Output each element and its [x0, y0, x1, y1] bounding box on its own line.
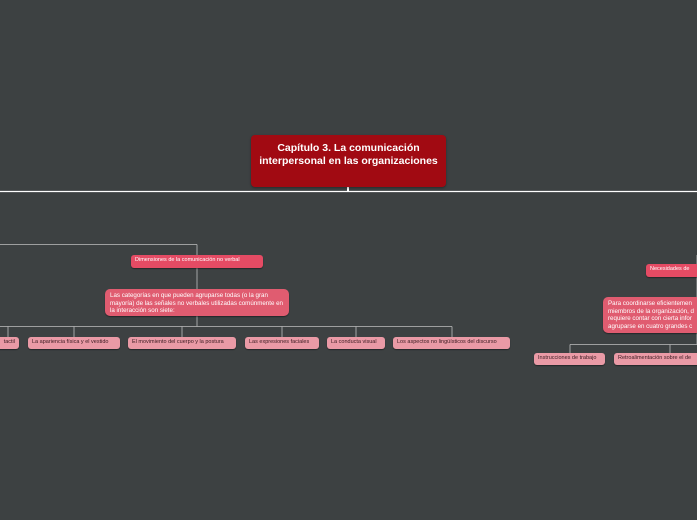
category-label: Los aspectos no lingüísticos del discurs… [397, 339, 497, 345]
category-label: La conducta visual [331, 339, 377, 345]
category-label: El movimiento del cuerpo y la postura [132, 339, 224, 345]
category-appearance[interactable]: La apariencia física y el vestido [28, 337, 120, 349]
subtopic-coordination-text: Para coordinarse eficientemen miembros d… [608, 300, 694, 330]
category-label: La apariencia física y el vestido [32, 339, 109, 345]
item-work-instructions[interactable]: Instrucciones de trabajo [534, 353, 605, 365]
subtopic-coordination[interactable]: Para coordinarse eficientemen miembros d… [603, 297, 697, 333]
category-facial-expressions[interactable]: Las expresiones faciales [245, 337, 319, 349]
category-label: Las expresiones faciales [249, 339, 310, 345]
topic-nonverbal-dimensions-label: Dimensiones de la comunicación no verbal [135, 257, 240, 263]
topic-needs[interactable]: Necesidades de [646, 264, 697, 277]
item-label: Retroalimentación sobre el de [618, 355, 692, 361]
subtopic-nonverbal-categories-text: Las categorías en que pueden agruparse t… [110, 292, 283, 314]
root-topic[interactable]: Capítulo 3. La comunicación interpersona… [251, 135, 446, 187]
topic-needs-label: Necesidades de [650, 266, 690, 272]
category-tactile[interactable]: tactil [0, 337, 19, 349]
category-visual-behavior[interactable]: La conducta visual [327, 337, 385, 349]
root-topic-label: Capítulo 3. La comunicación interpersona… [259, 142, 438, 167]
category-label: tactil [3, 339, 15, 345]
category-body-movement[interactable]: El movimiento del cuerpo y la postura [128, 337, 236, 349]
subtopic-nonverbal-categories[interactable]: Las categorías en que pueden agruparse t… [105, 289, 289, 316]
item-label: Instrucciones de trabajo [538, 355, 597, 361]
topic-nonverbal-dimensions[interactable]: Dimensiones de la comunicación no verbal [131, 255, 263, 268]
item-feedback[interactable]: Retroalimentación sobre el de [614, 353, 697, 365]
category-nonlinguistic-aspects[interactable]: Los aspectos no lingüísticos del discurs… [393, 337, 510, 349]
